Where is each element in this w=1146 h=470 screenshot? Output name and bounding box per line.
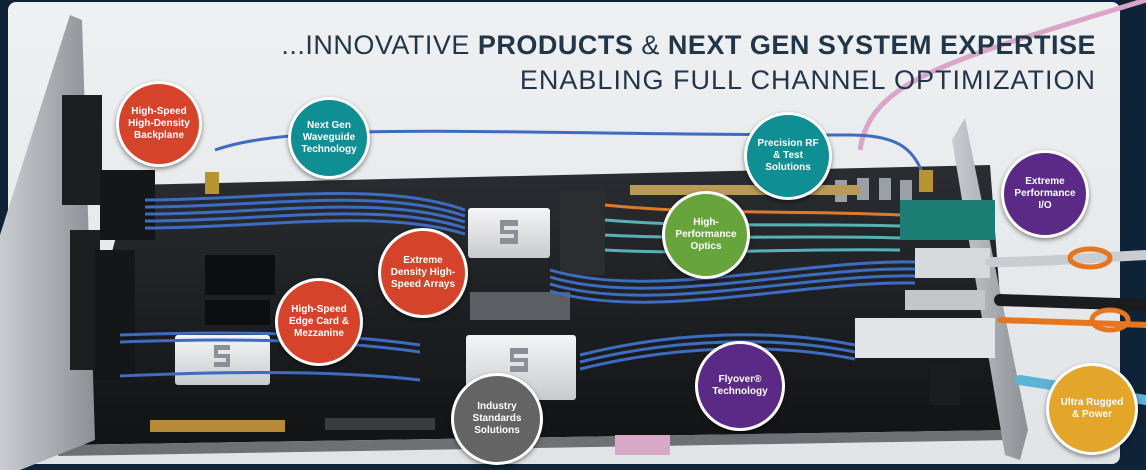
bubble-label: Flyover® Technology <box>712 374 768 397</box>
backplane-block <box>100 170 155 240</box>
bubble-label: Precision RF & Test Solutions <box>757 138 819 173</box>
power-block <box>930 365 960 405</box>
chip-logo-icon <box>500 220 518 244</box>
chip-socket <box>560 190 605 275</box>
edge-connector <box>325 418 435 430</box>
bubble-waveguide[interactable]: Next Gen Waveguide Technology <box>288 97 370 179</box>
edge-card-chip <box>175 335 270 385</box>
chip-logo-icon <box>214 345 230 367</box>
headline-line-2: ENABLING FULL CHANNEL OPTIMIZATION <box>519 65 1096 95</box>
bubble-label: High-Speed High-Density Backplane <box>128 106 190 141</box>
array-connector <box>470 292 570 320</box>
bubble-label: High-Performance Optics <box>675 217 737 252</box>
bubble-precision-rf[interactable]: Precision RF & Test Solutions <box>744 112 832 200</box>
bubble-label: High-Speed Edge Card & Mezzanine <box>288 304 349 339</box>
fiber-cable <box>857 0 1146 151</box>
optical-io-module <box>900 200 995 240</box>
edge-connector <box>150 420 285 432</box>
headline: ...INNOVATIVE PRODUCTS & NEXT GEN SYSTEM… <box>281 30 1096 96</box>
io-cage <box>855 318 995 358</box>
chip-logo-icon <box>510 348 528 372</box>
headline-expertise: NEXT GEN SYSTEM EXPERTISE <box>667 30 1096 60</box>
rf-connectors <box>205 170 933 194</box>
backplane-block <box>95 250 135 380</box>
bubble-label: Extreme Density High-Speed Arrays <box>390 255 456 290</box>
pull-tab-ring <box>1089 307 1131 333</box>
mezzanine-connector <box>205 300 270 325</box>
bubble-arrays[interactable]: Extreme Density High-Speed Arrays <box>378 228 468 318</box>
headline-products: PRODUCTS <box>477 30 634 60</box>
bubble-label: Extreme Performance I/O <box>1014 176 1076 211</box>
bubble-label: Ultra Rugged & Power <box>1060 397 1124 420</box>
headline-prefix: ...INNOVATIVE <box>281 30 478 60</box>
headline-line-1: ...INNOVATIVE PRODUCTS & NEXT GEN SYSTEM… <box>281 30 1096 61</box>
gold-strip <box>630 185 860 195</box>
bubble-standards[interactable]: Industry Standards Solutions <box>451 373 543 465</box>
bubble-extreme-io[interactable]: Extreme Performance I/O <box>1001 150 1089 238</box>
bubble-optics[interactable]: High-Performance Optics <box>662 191 750 279</box>
pull-tab-ring <box>1067 246 1113 270</box>
optical-fibers <box>604 203 901 254</box>
backplane-connector <box>62 95 102 205</box>
bubble-label: Industry Standards Solutions <box>472 401 522 436</box>
bubble-flyover[interactable]: Flyover® Technology <box>695 341 785 431</box>
bubble-rugged[interactable]: Ultra Rugged & Power <box>1046 363 1138 455</box>
mezzanine-connector <box>205 255 275 295</box>
headline-ampersand: & <box>633 30 668 60</box>
io-cage <box>915 248 990 278</box>
bubble-edge-card[interactable]: High-Speed Edge Card & Mezzanine <box>275 278 363 366</box>
ribbon-connector <box>615 435 670 455</box>
io-cage <box>905 290 985 310</box>
bubble-label: Next Gen Waveguide Technology <box>301 120 357 155</box>
bubble-backplane[interactable]: High-Speed High-Density Backplane <box>116 81 202 167</box>
